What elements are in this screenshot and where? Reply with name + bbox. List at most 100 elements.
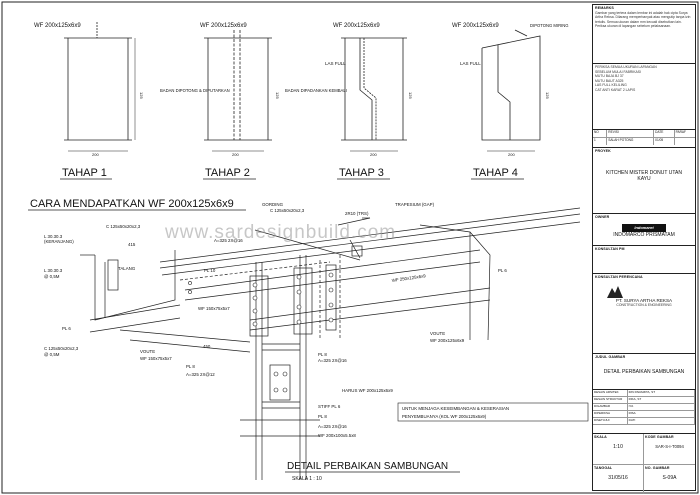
sign-table: DESAIN ARSITEK IRN PARAMITA, ST DESAIN S… (593, 390, 695, 425)
callout-415: 415 (128, 242, 136, 247)
tahap-2-profile: WF 200x125x6x9 (200, 23, 247, 29)
tahap-1-dim-side: 125 (139, 92, 144, 99)
callout-talang: TALANG (118, 266, 136, 271)
watermark: www.sardesignbuild.com (164, 222, 396, 243)
planner-heading: KONSULTAN PERENCANA (595, 275, 643, 279)
sign-role-3: DIGAMBAR (593, 404, 628, 411)
remarks-text: Gambar yang tertera dalam lembar ini ada… (595, 10, 691, 29)
revision-table: NO REVISI DATE PARAF 1 SALAH POTONG 01/0… (593, 129, 695, 147)
note-3: MUTU BAJA BJ 37 (595, 74, 624, 79)
callout-c125-g: C 125x50x20x2,3 (270, 208, 305, 213)
callout-spacing: @ 0,5M (44, 274, 60, 279)
code-heading: KODE GAMBAR (645, 435, 674, 439)
callout-wf200-right: WF 200x125x6x9 (430, 338, 465, 343)
callout-pl6-right: PL 6 (498, 268, 507, 273)
tahap-3-label: TAHAP 3 (339, 167, 384, 179)
callout-trapesium: TRAPESIUM (GAP) (395, 202, 435, 207)
callout-note-1: UNTUK MENJAGA KESEIMBANGAN & KESERASIAN (402, 406, 509, 411)
date-heading: TANGGAL (594, 466, 613, 470)
callout-wf150-top: WF 150x75x5x7 (198, 306, 230, 311)
tahap-3-dim: 200 (370, 152, 377, 157)
callout-pl10: PL 10 (204, 268, 216, 273)
callout-labels: L 30.30.3 (KERANJANG) C 125x50x20x2,3 41… (44, 202, 509, 438)
rev-head-paraf: PARAF (674, 130, 695, 138)
bolts (188, 272, 334, 393)
tahap-1 (64, 22, 136, 152)
section-title: CARA MENDAPATKAN WF 200x125x6x9 (30, 198, 234, 210)
callout-pl6-left: PL 6 (62, 326, 71, 331)
consultant-heading: KONSULTAN PM (595, 247, 625, 251)
owner-heading: OWNER (595, 215, 610, 219)
sign-role-2: DESAIN STRUKTUR (593, 397, 628, 404)
callout-keranjang: (KERANJANG) (44, 239, 74, 244)
tahap-4-label: TAHAP 4 (473, 167, 518, 179)
rev-row-no: 1 (593, 138, 608, 145)
callout-voute-right: VOUTE (430, 331, 445, 336)
sign-name-1: IRN PARAMITA, ST (627, 390, 695, 397)
company-name: PT. SURYA ARTHA REKSA (615, 297, 673, 303)
title-block: REMARKS Gambar yang tertera dalam lembar… (592, 4, 696, 494)
callout-stiff: STIFF PL 6 (318, 404, 341, 409)
rev-head-revisi: REVISI (607, 130, 655, 138)
note-5: LAS FULL KELILING (595, 83, 627, 88)
callout-2r10: 2R10 (TRS) (345, 211, 369, 216)
owner-name: INDOMARCO PRISMATAM (613, 231, 675, 238)
owner-logo: Indomaret (622, 223, 666, 232)
callout-wf250: WF 250x125x6x9 (391, 273, 426, 283)
tahap-2-dim: 200 (232, 152, 239, 157)
callout-l30: L 30.30.3 (44, 234, 63, 239)
rev-row-date: 01/05 (654, 138, 675, 145)
callout-spacing-low: @ 0,5M (44, 352, 60, 357)
code-value: SAR-S-I-T0094 (655, 443, 684, 449)
sign-role-5: DISETUJUI (593, 418, 628, 425)
callout-c125-low: C 125x50x20x2,3 (44, 346, 79, 351)
project-heading: PROYEK (595, 149, 611, 153)
callout-harus: HARUS WF 200x125x6x9 (342, 388, 393, 393)
detail-title: DETAIL PERBAIKAN SAMBUNGAN (287, 461, 448, 472)
tahap-3-las: LAS FULL (325, 61, 346, 66)
tahap-2-label: TAHAP 2 (205, 167, 250, 179)
project-name: KITCHEN MISTER DONUT UTAN KAYU (606, 169, 682, 182)
drawing-heading: JUDUL GAMBAR (595, 355, 626, 359)
connection-detail (80, 207, 581, 480)
notes-section: PERIKSA SEMUA UKURAN LAPANGAN SEBELUM MU… (593, 63, 695, 129)
tahap-4-las: LAS FULL (460, 61, 481, 66)
callout-450: 450 (203, 344, 211, 349)
note-2: SEBELUM MULAI FABRIKASI (595, 69, 641, 74)
callout-gording: GORDING (262, 202, 284, 207)
tahap-4-note: DIPOTONG MIRING (530, 23, 569, 28)
callout-pl8-mid: PL 8 (318, 352, 327, 357)
drawing-title: DETAIL PERBAIKAN SAMBUNGAN (603, 368, 685, 375)
sign-name-4: RISA (627, 411, 695, 418)
rev-row-revisi: SALAH POTONG (607, 138, 655, 145)
remarks-heading: REMARKS (595, 6, 614, 10)
sign-role-1: DESAIN ARSITEK (593, 390, 628, 397)
callout-pl8-low: PL 8 (318, 414, 327, 419)
tahap-4-profile: WF 200x125x6x9 (452, 23, 499, 29)
sign-name-3: IYA (627, 404, 695, 411)
detail-scale: SKALA 1 : 10 (292, 476, 322, 482)
tahap-3-dim-side: 125 (408, 92, 413, 99)
note-6: CAT ANTI KARAT 2 LAPIS (595, 87, 636, 92)
tahap-3 (341, 37, 407, 152)
tahap-2 (204, 30, 272, 152)
sign-name-5: DATI (627, 418, 695, 425)
callout-bolt-d: A=325 2X@16 (318, 424, 347, 429)
tahap-2-note: BADAN DIPOTONG & DIPUTARKAN (160, 88, 230, 93)
sheet-no-heading: NO. GAMBAR (645, 466, 670, 470)
callout-bolt-a: A=325 2X@16 (214, 238, 243, 243)
callout-bolt-b: A=325 2X@12 (186, 372, 215, 377)
tahap-1-label: TAHAP 1 (62, 167, 107, 179)
scale-heading: SKALA (594, 435, 607, 439)
callout-l30-b: L 30.30.3 (44, 268, 63, 273)
sheet-no-value: S-09A (662, 474, 677, 481)
rev-head-date: DATE (654, 130, 675, 138)
tahap-4-dim: 200 (508, 152, 515, 157)
tahap-4 (481, 29, 541, 152)
rev-row-paraf (675, 138, 695, 145)
sign-name-2: RIKA, ST (627, 397, 695, 404)
date-value: 31/05/16 (608, 474, 628, 481)
tahap-4-dim-side: 125 (545, 92, 550, 99)
tahap-1-profile: WF 200x125x6x9 (34, 23, 81, 29)
